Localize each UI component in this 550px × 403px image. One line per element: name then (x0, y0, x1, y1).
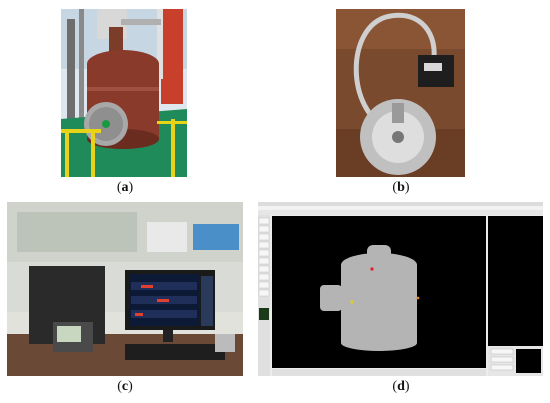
photo-control-room (7, 202, 243, 376)
photo-ae-sensor (336, 9, 465, 177)
caption-b: (b) (392, 180, 410, 195)
caption-d: (d) (392, 379, 410, 394)
photo-pressure-vessel-illustration (61, 9, 187, 177)
photo-ae-sensor-illustration (336, 9, 465, 177)
screenshot-software-illustration (258, 202, 543, 376)
caption-a: (a) (116, 180, 134, 195)
photo-control-room-illustration (7, 202, 243, 376)
photo-pressure-vessel (61, 9, 187, 177)
screenshot-software (258, 202, 543, 376)
caption-c: (c) (117, 379, 133, 394)
